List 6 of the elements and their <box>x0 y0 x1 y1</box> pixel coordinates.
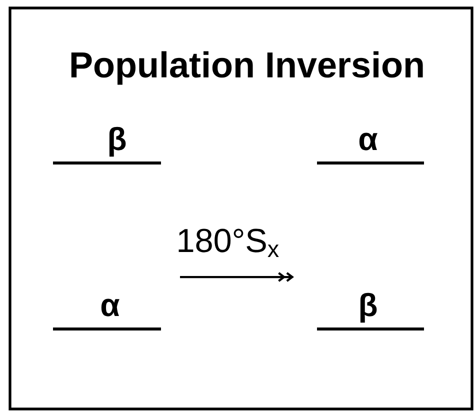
spin-label: α <box>359 132 378 150</box>
spin-label: α <box>101 298 120 316</box>
spin-label: β <box>109 126 126 157</box>
spin-label: β <box>360 292 377 323</box>
pulse-label: 180°S$_{x}$ <box>178 228 279 257</box>
title: Population Inversion <box>71 51 423 85</box>
